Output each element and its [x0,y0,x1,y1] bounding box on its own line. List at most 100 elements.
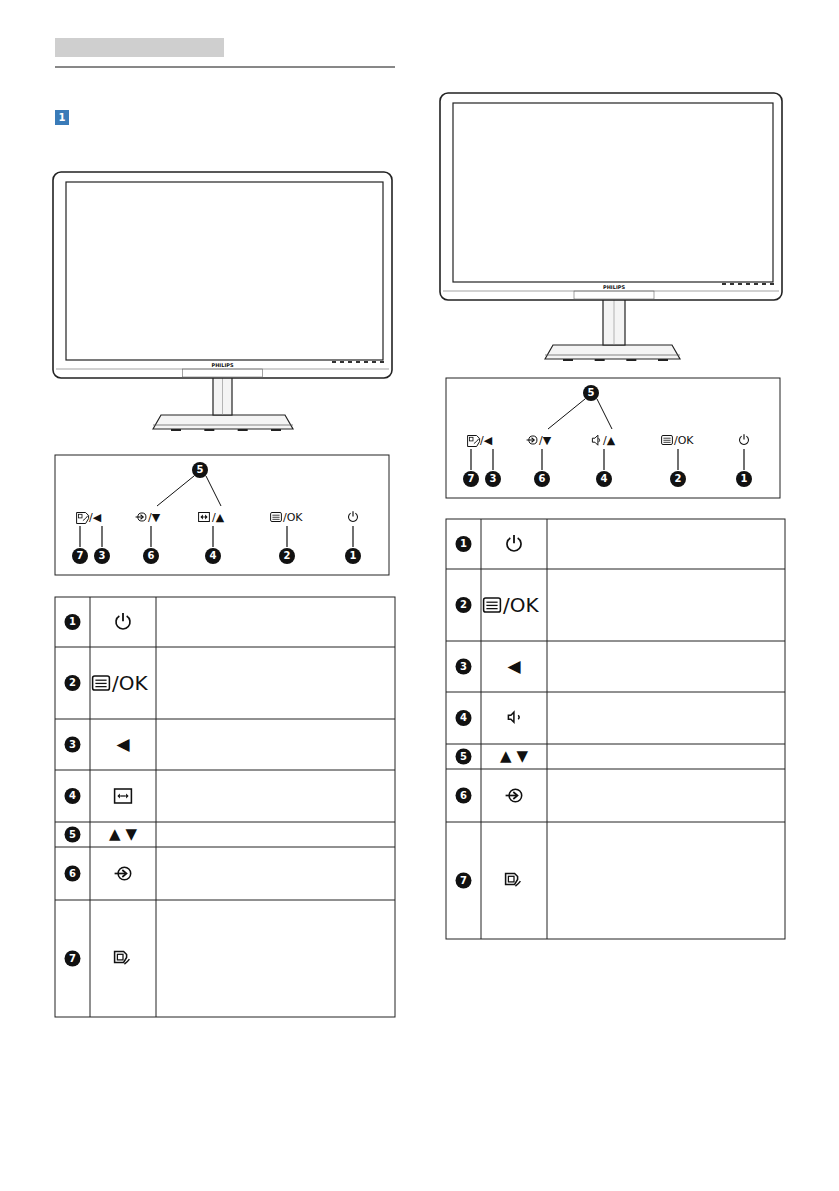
button-symbol: /OK [503,595,539,615]
row-number: 3 [69,740,76,750]
leader-line [493,449,494,470]
row-number: 2 [69,678,76,688]
leader-line [548,399,612,429]
callout-dot [192,462,208,478]
row-number-dot [65,614,81,630]
callout-number: 7 [77,551,84,561]
callout-dot [583,385,599,401]
button-symbol: ◀ [116,736,129,753]
row-number: 4 [460,713,467,723]
menu-icon [271,513,282,522]
input-icon [115,867,131,880]
row-number-dot [456,788,472,804]
row-number-dot [456,536,472,552]
row-number-dot [65,951,81,967]
row-number: 6 [69,869,76,879]
row-number-dot [456,710,472,726]
callout-dot [485,471,501,487]
leader-line [151,526,152,547]
aspect-icon [199,513,210,522]
row-number-dot [65,827,81,843]
callout-dot [736,471,752,487]
callout-dot [345,548,361,564]
callout-number: 4 [601,474,608,484]
leader-line [157,476,221,506]
power-icon [115,613,131,630]
input-icon [136,513,146,521]
button-table [55,597,395,1017]
row-number-dot [65,866,81,882]
leader-line [542,449,543,470]
callout-number: 2 [284,551,291,561]
row-number-dot [456,597,472,613]
button-label: /▼ [539,435,551,446]
section-square [55,110,69,125]
callout-number: 5 [588,388,595,398]
button-label: /▼ [148,512,160,523]
callout-number: 6 [148,551,155,561]
leader-line [80,526,81,547]
row-number-dot [456,749,472,765]
callout-dot [205,548,221,564]
aspect-icon [115,789,132,803]
button-label: /▲ [212,512,224,523]
callout-dot [143,548,159,564]
power-icon [348,511,358,522]
callout-dot [463,471,479,487]
monitor-drawing [440,93,782,361]
row-number: 4 [69,791,76,801]
callout-dot [279,548,295,564]
row-number: 3 [460,662,467,672]
smartimage-icon [77,513,89,524]
callout-number: 2 [675,474,682,484]
callout-number: 4 [210,551,217,561]
row-number: 5 [69,830,76,840]
section-number: 1 [59,113,66,123]
row-number: 2 [460,600,467,610]
button-label: /OK [283,512,303,523]
row-number: 1 [460,539,467,549]
callout-dot [596,471,612,487]
row-number: 1 [69,617,76,627]
leader-line [102,526,103,547]
callout-number: 7 [468,474,475,484]
button-symbol: ▲ ▼ [500,749,528,764]
button-symbol: ▲ ▼ [109,827,137,842]
button-symbol: /OK [112,673,148,693]
leader-line [213,526,214,547]
callout-dot [534,471,550,487]
callout-number: 1 [741,474,748,484]
button-table [446,519,785,939]
header-rule [55,67,395,68]
header-bar [55,38,224,57]
row-number-dot [456,873,472,889]
button-label: /OK [674,435,694,446]
menu-icon [484,598,501,612]
leader-line [678,449,679,470]
callout-dot [94,548,110,564]
button-label: /▲ [603,435,615,446]
row-number: 6 [460,791,467,801]
button-panel [55,455,389,575]
power-icon [739,434,749,445]
callout-number: 6 [539,474,546,484]
input-icon [527,436,537,444]
leader-line [604,449,605,470]
monitor-drawing [53,172,392,431]
leader-line [471,449,472,470]
row-number-dot [456,659,472,675]
speaker-icon [592,435,599,445]
leader-line [353,526,354,547]
leader-line [744,449,745,470]
power-icon [506,535,522,552]
menu-icon [93,676,110,690]
brand-logo: PHILIPS [211,363,233,368]
row-number: 5 [460,752,467,762]
button-symbol: ◀ [507,658,520,675]
callout-number: 3 [490,474,497,484]
row-number: 7 [69,954,76,964]
row-number-dot [65,788,81,804]
input-icon [506,789,522,802]
smartimage-icon [468,436,480,447]
